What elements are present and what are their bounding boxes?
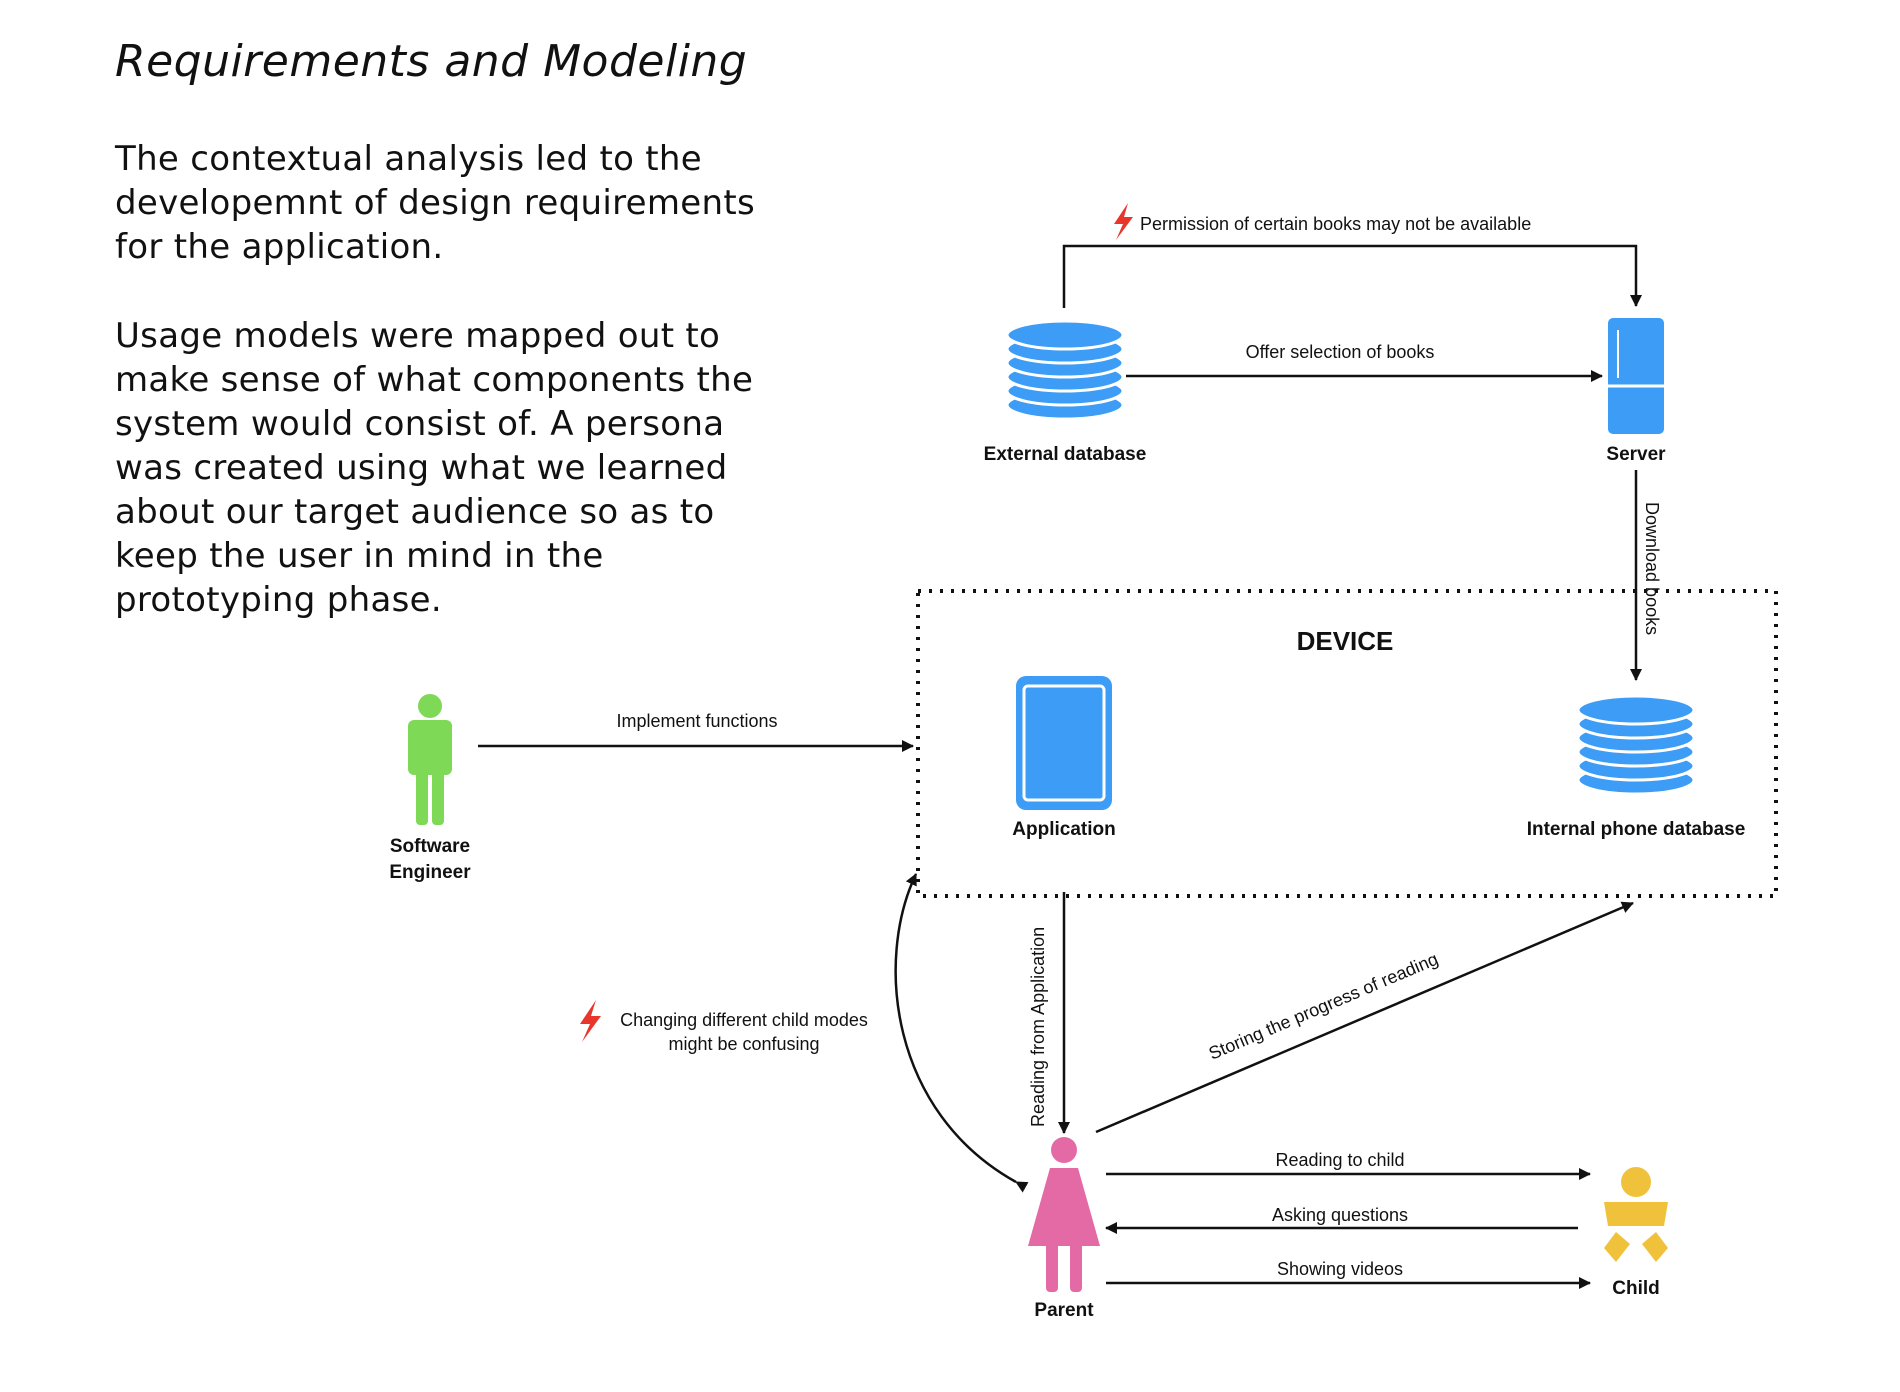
software-engineer-person-icon: [408, 694, 452, 825]
software-engineer-label-line1: Software: [390, 836, 470, 857]
reading-to-child-label: Reading to child: [1275, 1150, 1404, 1170]
device-boundary: [916, 589, 1778, 898]
parent-label: Parent: [1034, 1300, 1094, 1321]
internal-phone-database-label: Internal phone database: [1527, 819, 1746, 840]
child-label: Child: [1612, 1278, 1660, 1299]
showing-videos-label: Showing videos: [1277, 1259, 1403, 1279]
changing-modes-lightning-icon: [580, 1000, 601, 1042]
reading-from-application-label: Reading from Application: [1028, 927, 1048, 1127]
page-title: Requirements and Modeling: [115, 36, 748, 87]
storing-progress-label: Storing the progress of reading: [1206, 949, 1441, 1064]
intro-paragraph: The contextual analysis led to the devel…: [115, 139, 755, 267]
server-label: Server: [1606, 444, 1666, 465]
permission-lightning-icon: [1114, 203, 1133, 240]
changing-modes-arrow: [894, 873, 1029, 1193]
external-database-label: External database: [984, 444, 1147, 465]
application-label: Application: [1012, 819, 1115, 840]
device-label: DEVICE: [1297, 626, 1394, 656]
changing-modes-label-line2: might be confusing: [668, 1034, 819, 1054]
permission-label: Permission of certain books may not be a…: [1140, 214, 1531, 234]
server-icon: [1608, 318, 1664, 434]
storing-progress-arrow: [1095, 901, 1634, 1134]
parent-woman-icon: [1028, 1137, 1100, 1292]
child-baby-icon: [1604, 1167, 1668, 1262]
application-tablet-icon: [1016, 676, 1112, 810]
asking-questions-label: Asking questions: [1272, 1205, 1408, 1225]
usage-model-paragraph: Usage models were mapped out to make sen…: [115, 316, 754, 620]
download-books-label: Download books: [1642, 502, 1662, 635]
implement-functions-label: Implement functions: [616, 711, 777, 731]
software-engineer-label-line2: Engineer: [389, 862, 471, 883]
internal-phone-database-icon: [1576, 694, 1696, 796]
external-database-database-icon: [1005, 319, 1125, 421]
offer-selection-label: Offer selection of books: [1246, 342, 1435, 362]
changing-modes-label-line1: Changing different child modes: [620, 1010, 868, 1030]
permission-arrow: [1062, 244, 1642, 308]
